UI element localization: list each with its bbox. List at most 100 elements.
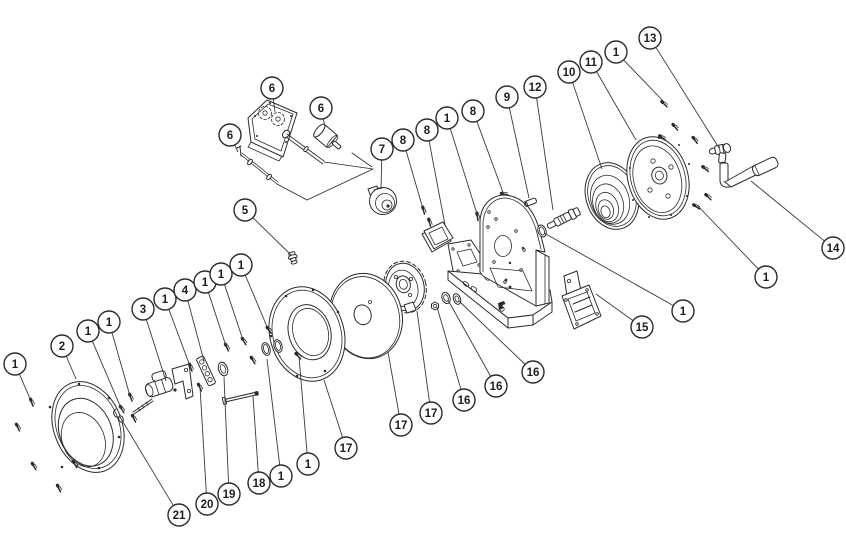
callout-number: 1: [613, 47, 620, 59]
callout-leader-line: [199, 386, 207, 494]
callout-leader-line: [119, 416, 174, 506]
callout-balloon: [269, 464, 293, 488]
callout-number: 17: [340, 443, 353, 455]
callout-balloon: [638, 26, 662, 50]
callout-balloon: [50, 334, 74, 358]
spring-cartridge-part: [584, 162, 640, 230]
callout-number: 6: [227, 130, 233, 142]
callout-balloon: [309, 96, 333, 120]
callout-number: 19: [223, 489, 236, 501]
callout-balloon: [3, 352, 27, 376]
callout-number: 1: [444, 113, 451, 125]
callout-leader-line: [91, 340, 122, 409]
callout-balloon: [391, 128, 415, 152]
callout-number: 3: [140, 304, 146, 316]
callout-21-30: 21: [119, 416, 191, 527]
callout-balloon: [173, 278, 197, 302]
washer-ring-part: [537, 224, 547, 238]
dished-flange-part: [268, 286, 346, 382]
latch-assembly-part: [132, 363, 194, 415]
cylinder-part: [313, 123, 342, 150]
pin-part: [523, 197, 537, 207]
elbow-fitting-part: [708, 143, 732, 167]
callout-balloon: [296, 452, 320, 476]
control-box-part: [247, 99, 298, 162]
callout-leader-line: [252, 395, 259, 473]
callout-number: 16: [490, 381, 503, 393]
callout-9-9: 9: [495, 85, 530, 199]
drum-part: [48, 381, 125, 473]
cover-plate-part: [447, 239, 485, 277]
callout-1-26: 1: [266, 358, 293, 488]
callout-leader-line: [322, 118, 326, 128]
callout-number: 20: [201, 499, 214, 511]
callout-leader-line: [252, 217, 292, 256]
callout-number: 16: [527, 367, 540, 379]
callout-number: 1: [85, 326, 92, 338]
callout-18-27: 18: [247, 395, 271, 495]
callout-1-33: 1: [76, 319, 122, 409]
callout-12-10: 12: [523, 75, 554, 211]
small-parts-16: [431, 291, 462, 311]
callout-leader-line: [543, 232, 674, 307]
callout-leader-line: [428, 140, 446, 226]
callout-number: 1: [238, 260, 245, 272]
callout-layer: 6667588189121011113141115161616171717111…: [3, 26, 845, 527]
callout-8-5: 8: [391, 128, 424, 210]
callout-balloon: [97, 310, 121, 334]
callout-balloon: [167, 503, 191, 527]
callout-7-3: 7: [370, 137, 394, 190]
callout-number: 11: [585, 57, 598, 69]
callout-balloon: [209, 262, 233, 286]
callout-balloon: [370, 137, 394, 161]
callout-leader-line: [508, 107, 530, 199]
callout-balloon: [76, 319, 100, 343]
callout-19-28: 19: [217, 376, 241, 506]
callout-balloon: [415, 118, 439, 142]
callout-leader-line: [536, 97, 554, 211]
callout-leader-line: [234, 144, 239, 153]
callout-leader-line: [595, 293, 634, 321]
bezel-plate-part: [421, 221, 454, 253]
callout-1-39: 1: [209, 262, 244, 341]
callout-leader-line: [447, 299, 492, 377]
callout-balloon: [557, 60, 581, 84]
callout-leader-line: [111, 332, 131, 397]
callout-balloon: [218, 123, 242, 147]
callout-balloon: [521, 360, 545, 384]
callout-leader-line: [387, 351, 400, 415]
roller-guide-part: [561, 270, 602, 330]
callout-balloon: [523, 75, 547, 99]
callout-leader-line: [572, 82, 603, 170]
callout-20-29: 20: [195, 386, 219, 516]
callout-17-23: 17: [387, 351, 413, 437]
callout-8-8: 8: [461, 99, 505, 196]
callout-number: 14: [827, 243, 840, 255]
callout-balloon: [754, 265, 778, 289]
callout-number: 15: [636, 322, 649, 334]
washer-part-19: [217, 361, 229, 377]
callout-balloon: [195, 492, 219, 516]
callout-number: 4: [182, 285, 189, 297]
callout-number: 1: [202, 277, 209, 289]
callout-17-24: 17: [323, 379, 358, 460]
callout-balloon: [461, 99, 485, 123]
callout-number: 5: [242, 205, 249, 217]
callout-14-15: 14: [750, 180, 845, 260]
callout-number: 21: [173, 510, 186, 522]
callout-leader-line: [168, 309, 191, 367]
callout-leader-line: [223, 376, 229, 484]
callout-16-20: 16: [447, 299, 508, 398]
callout-balloon: [260, 76, 284, 100]
parts-layer: [11, 98, 779, 493]
callout-1-34: 1: [97, 310, 131, 397]
callout-4-37: 4: [173, 278, 205, 362]
shaft-part: [546, 207, 581, 229]
callout-number: 8: [400, 135, 407, 147]
callout-2-32: 2: [50, 334, 77, 380]
callout-leader-line: [449, 128, 478, 215]
callout-number: 1: [305, 459, 312, 471]
callout-leader-line: [436, 306, 462, 390]
callout-balloon: [604, 40, 628, 64]
cable-lines: [276, 133, 374, 201]
